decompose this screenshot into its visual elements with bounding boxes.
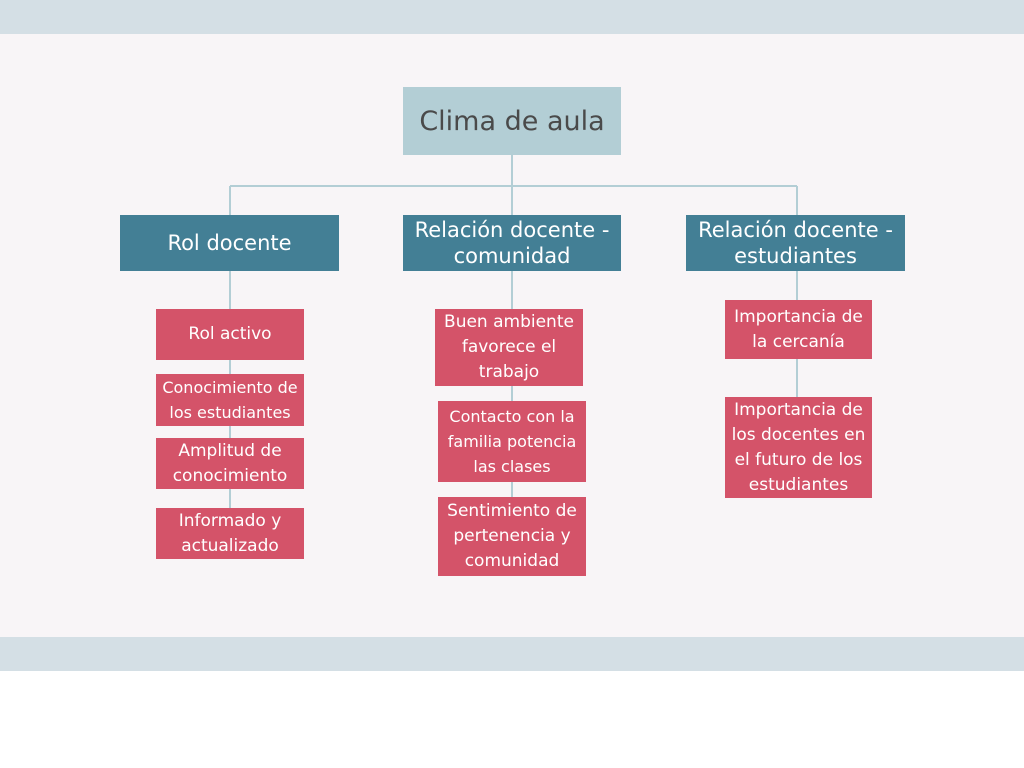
root-label: Clima de aula (419, 105, 605, 137)
branch-label: Relación docente - estudiantes (698, 218, 893, 268)
leaf-label: Importancia de los docentes en el futuro… (731, 399, 866, 495)
leaf-importancia-cercania: Importancia de la cercanía (725, 300, 872, 359)
branch-label: Relación docente - comunidad (414, 218, 610, 268)
root-node: Clima de aula (403, 87, 621, 155)
branch-rol-docente: Rol docente (120, 215, 339, 271)
leaf-label: Buen ambiente favorece el trabajo (444, 312, 574, 382)
leaf-buen-ambiente: Buen ambiente favorece el trabajo (435, 309, 583, 386)
leaf-conocimiento-estudiantes: Conocimiento de los estudiantes (156, 374, 304, 426)
leaf-label: Sentimiento de pertenencia y comunidad (447, 501, 577, 571)
top-band (0, 0, 1024, 34)
leaf-informado-actualizado: Informado y actualizado (156, 508, 304, 559)
leaf-sentimiento-pertenencia: Sentimiento de pertenencia y comunidad (438, 497, 586, 576)
bottom-band (0, 637, 1024, 671)
leaf-label: Amplitud de conocimiento (172, 440, 288, 486)
leaf-label: Informado y actualizado (178, 510, 282, 556)
branch-relacion-docente-estudiantes: Relación docente - estudiantes (686, 215, 905, 271)
branch-label: Rol docente (167, 231, 292, 255)
page-background (0, 671, 1024, 768)
leaf-rol-activo: Rol activo (156, 309, 304, 360)
leaf-label: Rol activo (188, 324, 272, 344)
leaf-label: Conocimiento de los estudiantes (162, 378, 298, 422)
branch-relacion-docente-comunidad: Relación docente - comunidad (403, 215, 621, 271)
leaf-importancia-docentes-futuro: Importancia de los docentes en el futuro… (725, 397, 872, 498)
leaf-label: Importancia de la cercanía (734, 306, 863, 352)
leaf-amplitud-conocimiento: Amplitud de conocimiento (156, 438, 304, 489)
leaf-label: Contacto con la familia potencia las cla… (447, 407, 577, 476)
leaf-contacto-familia: Contacto con la familia potencia las cla… (438, 401, 586, 482)
